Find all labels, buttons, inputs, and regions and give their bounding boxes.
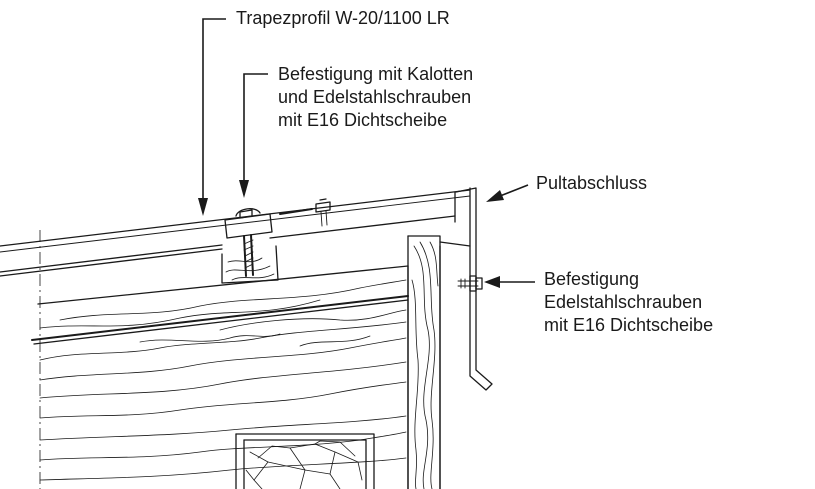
leader-calotte-fastener [239, 73, 268, 198]
label-trapezprofil: Trapezprofil W-20/1100 LR [236, 7, 450, 30]
label-trapezprofil-text: Trapezprofil W-20/1100 LR [236, 8, 450, 28]
calotte-fastener [224, 208, 273, 277]
sheet-screw [279, 198, 331, 227]
label-befestigung-edelstahl-line3: mit E16 Dichtscheibe [544, 315, 714, 335]
label-befestigung-edelstahl-line2: Edelstahlschrauben [544, 292, 703, 312]
label-befestigung-kalotten-line1: Befestigung mit Kalotten [278, 64, 474, 84]
label-befestigung-edelstahl: Befestigung Edelstahlschrauben mit E16 D… [544, 268, 713, 337]
edge-flashing [439, 187, 493, 489]
label-pultabschluss-text: Pultabschluss [536, 173, 648, 193]
leader-pultabschluss [486, 184, 529, 202]
label-befestigung-edelstahl-line1: Befestigung [544, 269, 640, 289]
label-befestigung-kalotten-line3: mit E16 Dichtscheibe [278, 110, 448, 130]
vertical-timber [407, 235, 441, 489]
wood-batten-block [221, 245, 279, 284]
trapezoidal-sheet [0, 189, 471, 277]
label-pultabschluss: Pultabschluss [536, 172, 647, 195]
purlin-cross-section [235, 433, 375, 489]
leader-flashing-screw [484, 276, 535, 288]
main-beam [31, 265, 409, 489]
flashing-screw [457, 275, 483, 292]
label-befestigung-kalotten: Befestigung mit Kalotten und Edelstahlsc… [278, 63, 473, 132]
leader-trapezprofil [198, 18, 226, 216]
label-befestigung-kalotten-line2: und Edelstahlschrauben [278, 87, 472, 107]
